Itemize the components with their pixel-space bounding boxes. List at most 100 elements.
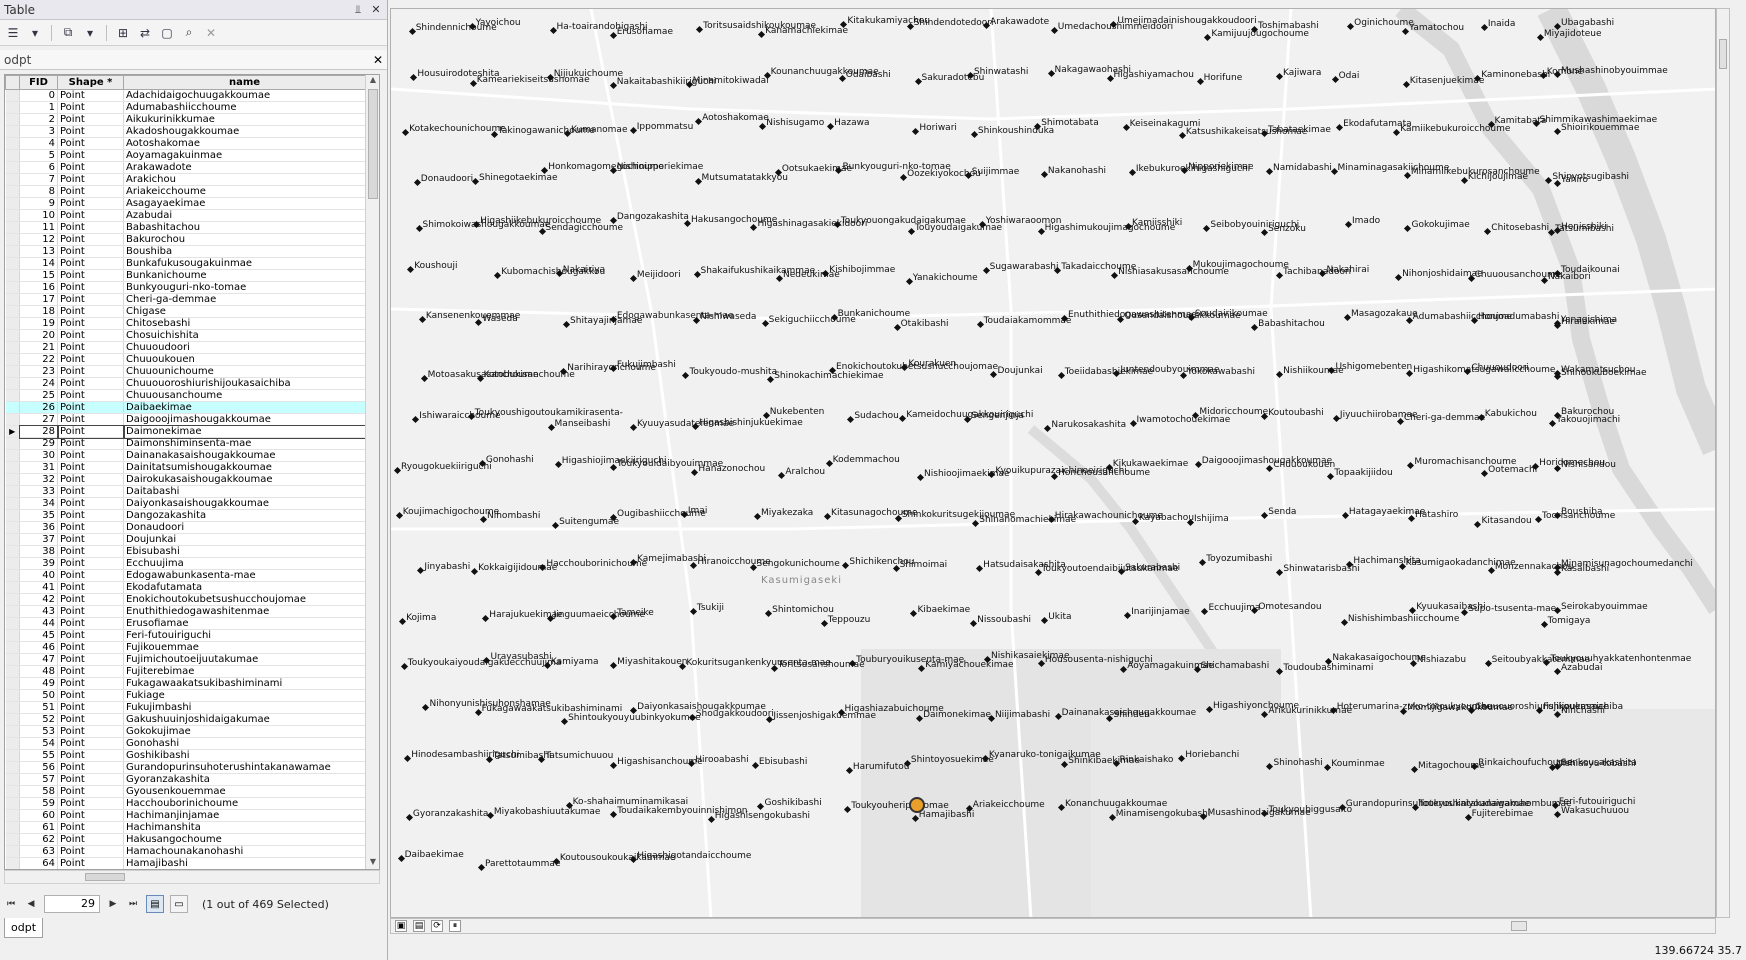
- row-selector[interactable]: [5, 437, 20, 450]
- cell-shape[interactable]: Point: [57, 701, 124, 714]
- cell-name[interactable]: Daimonshiminsenta-mae: [123, 437, 366, 450]
- cell-shape[interactable]: Point: [57, 305, 124, 318]
- cell-fid[interactable]: 44: [19, 617, 58, 630]
- row-selector[interactable]: [5, 197, 20, 210]
- cell-fid[interactable]: 17: [19, 293, 58, 306]
- cell-fid[interactable]: 32: [19, 473, 58, 486]
- row-selector[interactable]: [5, 689, 20, 702]
- cell-fid[interactable]: 6: [19, 161, 58, 174]
- cell-name[interactable]: Azabudai: [123, 209, 366, 222]
- cell-fid[interactable]: 21: [19, 341, 58, 354]
- cell-fid[interactable]: 22: [19, 353, 58, 366]
- switch-selection-icon[interactable]: ⇄: [139, 25, 151, 40]
- cell-shape[interactable]: Point: [57, 221, 124, 234]
- row-selector[interactable]: [5, 461, 20, 474]
- cell-shape[interactable]: Point: [57, 605, 124, 618]
- cell-fid[interactable]: 57: [19, 773, 58, 786]
- cell-shape[interactable]: Point: [57, 437, 124, 450]
- cell-shape[interactable]: Point: [57, 269, 124, 282]
- cell-shape[interactable]: Point: [57, 785, 124, 798]
- cell-name[interactable]: Adumabashiicchoume: [123, 101, 366, 114]
- row-selector[interactable]: [5, 785, 20, 798]
- cell-name[interactable]: Hachimanshita: [123, 821, 366, 834]
- cell-name[interactable]: Gokokujimae: [123, 725, 366, 738]
- cell-shape[interactable]: Point: [57, 569, 124, 582]
- cell-shape[interactable]: Point: [57, 89, 124, 102]
- next-record-icon[interactable]: ▶: [109, 899, 117, 909]
- cell-name[interactable]: Hachimanjinjamae: [123, 809, 366, 822]
- cell-fid[interactable]: 58: [19, 785, 58, 798]
- row-selector[interactable]: [5, 137, 20, 150]
- cell-shape[interactable]: Point: [57, 557, 124, 570]
- cell-shape[interactable]: Point: [57, 845, 124, 858]
- cell-fid[interactable]: 41: [19, 581, 58, 594]
- row-selector[interactable]: [5, 797, 20, 810]
- cell-name[interactable]: Asagayaekimae: [123, 197, 366, 210]
- cell-name[interactable]: Ariakeicchoume: [123, 185, 366, 198]
- cell-name[interactable]: Donaudoori: [123, 521, 366, 534]
- cell-name[interactable]: Gonohashi: [123, 737, 366, 750]
- cell-shape[interactable]: Point: [57, 101, 124, 114]
- cell-fid[interactable]: 59: [19, 797, 58, 810]
- cell-shape[interactable]: Point: [57, 617, 124, 630]
- column-header-name[interactable]: name: [123, 75, 366, 90]
- cell-shape[interactable]: Point: [57, 713, 124, 726]
- cell-shape[interactable]: Point: [57, 353, 124, 366]
- row-selector[interactable]: [5, 233, 20, 246]
- show-selected-records-icon[interactable]: ▭: [170, 895, 188, 913]
- table-horizontal-scrollbar[interactable]: [4, 870, 380, 884]
- cell-fid[interactable]: 23: [19, 365, 58, 378]
- row-selector[interactable]: [5, 821, 20, 834]
- cell-fid[interactable]: 60: [19, 809, 58, 822]
- cell-fid[interactable]: 35: [19, 509, 58, 522]
- cell-shape[interactable]: Point: [57, 461, 124, 474]
- row-selector[interactable]: [5, 725, 20, 738]
- cell-fid[interactable]: 56: [19, 761, 58, 774]
- cell-name[interactable]: Bakurochou: [123, 233, 366, 246]
- cell-name[interactable]: Chuuouoroshiurishijoukasaichiba: [123, 377, 366, 390]
- cell-fid[interactable]: 48: [19, 665, 58, 678]
- row-selector[interactable]: ▶: [5, 425, 20, 438]
- cell-shape[interactable]: Point: [57, 401, 124, 414]
- cell-name[interactable]: Daiyonkasaishougakkoumae: [123, 497, 366, 510]
- cell-name[interactable]: Aikukurinikkumae: [123, 113, 366, 126]
- cell-fid[interactable]: 12: [19, 233, 58, 246]
- row-selector[interactable]: [5, 857, 20, 869]
- cell-name[interactable]: Chitosebashi: [123, 317, 366, 330]
- row-selector[interactable]: [5, 569, 20, 582]
- cell-shape[interactable]: Point: [57, 677, 124, 690]
- row-selector[interactable]: [5, 761, 20, 774]
- cell-name[interactable]: Dairokukasaishougakkoumae: [123, 473, 366, 486]
- row-selector[interactable]: [5, 413, 20, 426]
- cell-name[interactable]: Babashitachou: [123, 221, 366, 234]
- table-vertical-scrollbar[interactable]: ▲ ▼: [365, 75, 379, 869]
- cell-fid[interactable]: 62: [19, 833, 58, 846]
- row-selector[interactable]: [5, 161, 20, 174]
- row-selector[interactable]: [5, 281, 20, 294]
- cell-fid[interactable]: 30: [19, 449, 58, 462]
- cell-name[interactable]: Gakushuuinjoshidaigakumae: [123, 713, 366, 726]
- row-selector[interactable]: [5, 713, 20, 726]
- row-selector[interactable]: [5, 665, 20, 678]
- row-selector[interactable]: [5, 545, 20, 558]
- cell-name[interactable]: Ecchuujima: [123, 557, 366, 570]
